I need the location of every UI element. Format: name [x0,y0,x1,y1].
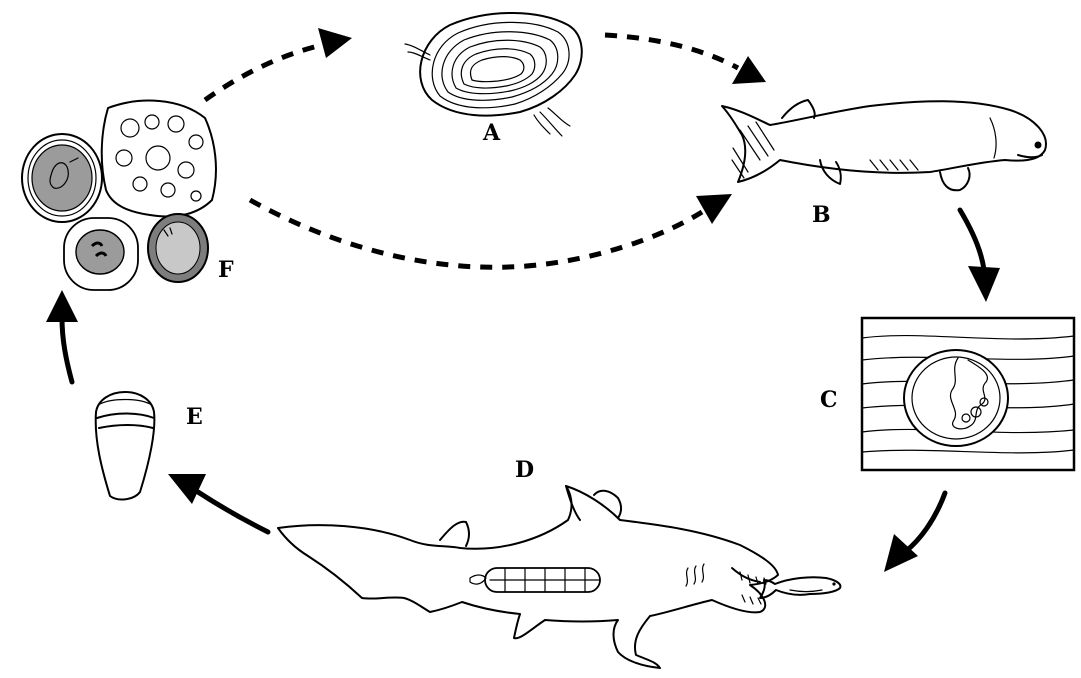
arrow-f-to-b [248,194,732,270]
eggs-cluster-icon [21,99,217,291]
label-e: E [186,404,203,430]
arrow-f-to-a [203,28,352,103]
label-c: C [820,387,838,413]
clam-icon [404,12,583,137]
prey-fish-icon [759,576,842,599]
arrow-d-to-e [168,474,271,535]
arrow-b-to-c [957,207,1000,302]
label-b: B [812,202,831,228]
fish-icon [721,99,1047,192]
muscle-cyst-icon [860,316,1076,472]
arrow-e-to-f [46,290,78,385]
shark-icon [277,485,779,669]
arrow-a-to-b [604,32,766,84]
arrow-c-to-d [884,490,948,572]
label-d: D [515,457,534,483]
egg-capsule-icon [94,391,156,501]
label-a: A [482,120,501,146]
label-f: F [218,257,234,283]
